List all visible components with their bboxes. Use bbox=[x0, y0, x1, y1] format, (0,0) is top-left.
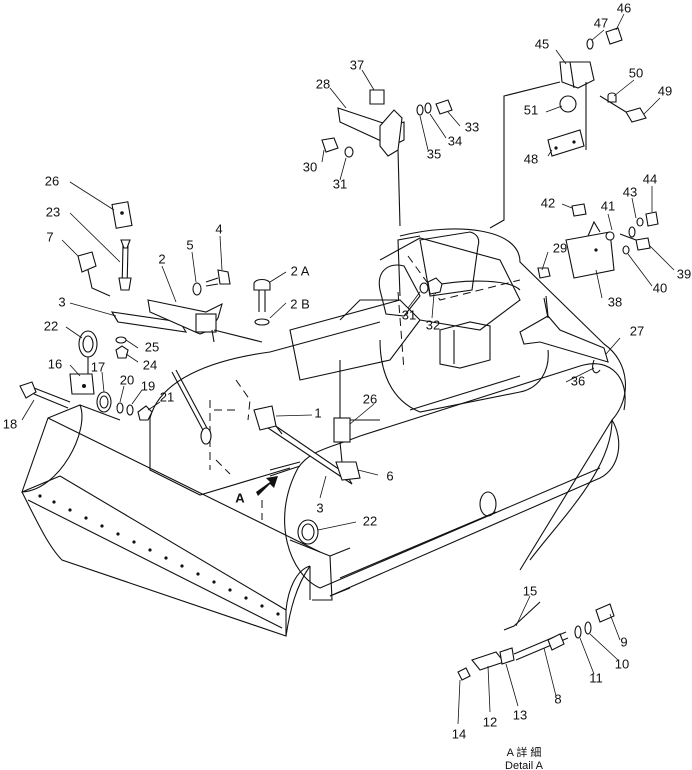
callout-c29: 29 bbox=[553, 240, 567, 255]
callout-c15: 15 bbox=[523, 583, 537, 598]
callout-c4: 4 bbox=[215, 221, 222, 236]
callout-c37: 37 bbox=[350, 57, 364, 72]
callout-c2a: 2 A bbox=[291, 263, 310, 278]
callout-c6: 6 bbox=[386, 468, 393, 483]
callout-c18: 18 bbox=[3, 416, 17, 431]
callout-cA: A bbox=[235, 490, 245, 505]
callout-c2: 2 bbox=[158, 251, 165, 266]
callout-c11: 11 bbox=[589, 670, 603, 685]
callout-c46: 46 bbox=[617, 0, 631, 15]
rear-assembly bbox=[519, 267, 609, 374]
callout-c21: 21 bbox=[160, 389, 174, 404]
callout-c10: 10 bbox=[615, 656, 629, 671]
callout-c8: 8 bbox=[554, 691, 561, 706]
dozer-blade bbox=[21, 404, 351, 637]
callout-c5: 5 bbox=[186, 237, 193, 252]
callout-c36: 36 bbox=[571, 373, 585, 388]
leader-lines bbox=[21, 13, 675, 725]
right-mid-bracket bbox=[565, 203, 659, 279]
callout-c17: 17 bbox=[91, 359, 105, 374]
blade-bolt-holes bbox=[38, 494, 280, 616]
callout-c39: 39 bbox=[677, 266, 691, 281]
callout-c2b: 2 B bbox=[290, 296, 310, 311]
top-center-bracket bbox=[321, 89, 453, 227]
callout-c34: 34 bbox=[448, 133, 462, 148]
callout-c47: 47 bbox=[594, 15, 608, 30]
callout-c41: 41 bbox=[601, 198, 615, 213]
callout-c48: 48 bbox=[524, 151, 538, 166]
callout-c22a: 22 bbox=[44, 318, 58, 333]
callout-c49: 49 bbox=[658, 83, 672, 98]
callout-c26a: 26 bbox=[45, 173, 59, 188]
callout-c13: 13 bbox=[513, 707, 527, 722]
callout-c1: 1 bbox=[314, 405, 321, 420]
callout-c9: 9 bbox=[620, 634, 627, 649]
callout-c44: 44 bbox=[643, 171, 657, 186]
callout-c14: 14 bbox=[452, 726, 466, 741]
left-lamp-assembly bbox=[19, 201, 271, 445]
callout-c30: 30 bbox=[303, 159, 317, 174]
callout-c38: 38 bbox=[608, 294, 622, 309]
tractor-body bbox=[149, 228, 626, 597]
callout-c31b: 31 bbox=[402, 307, 416, 322]
callout-c23: 23 bbox=[46, 204, 60, 219]
callout-c27: 27 bbox=[630, 323, 644, 338]
callout-c31a: 31 bbox=[333, 176, 347, 191]
callout-c35: 35 bbox=[427, 146, 441, 161]
detail-caption-english: Detail A bbox=[505, 760, 544, 770]
callout-c26b: 26 bbox=[363, 391, 377, 406]
seat-hardware bbox=[419, 277, 443, 295]
callout-c28: 28 bbox=[316, 76, 330, 91]
callout-c43: 43 bbox=[623, 184, 637, 199]
callout-c12: 12 bbox=[483, 714, 497, 729]
callout-c50: 50 bbox=[629, 65, 643, 80]
callout-c40: 40 bbox=[653, 280, 667, 295]
detail-a-assembly bbox=[457, 601, 615, 681]
callout-c51: 51 bbox=[524, 102, 538, 117]
callout-c22b: 22 bbox=[363, 513, 377, 528]
right-front-assembly bbox=[253, 405, 361, 545]
callout-c16: 16 bbox=[48, 356, 62, 371]
callout-c7: 7 bbox=[46, 229, 53, 244]
callout-c3b: 3 bbox=[316, 500, 323, 515]
callout-c20: 20 bbox=[120, 372, 134, 387]
callout-c33: 33 bbox=[465, 119, 479, 134]
callout-c3a: 3 bbox=[58, 294, 65, 309]
callout-c42: 42 bbox=[541, 195, 555, 210]
callout-c32: 32 bbox=[426, 317, 440, 332]
detail-caption-japanese: A 詳 細 bbox=[507, 745, 542, 759]
callout-c19: 19 bbox=[141, 378, 155, 393]
callout-c24: 24 bbox=[143, 357, 157, 372]
callout-c45: 45 bbox=[535, 36, 549, 51]
top-right-bracket bbox=[489, 27, 647, 229]
detail-a-caption: A 詳 細 Detail A bbox=[505, 745, 544, 770]
callout-c25: 25 bbox=[145, 339, 159, 354]
